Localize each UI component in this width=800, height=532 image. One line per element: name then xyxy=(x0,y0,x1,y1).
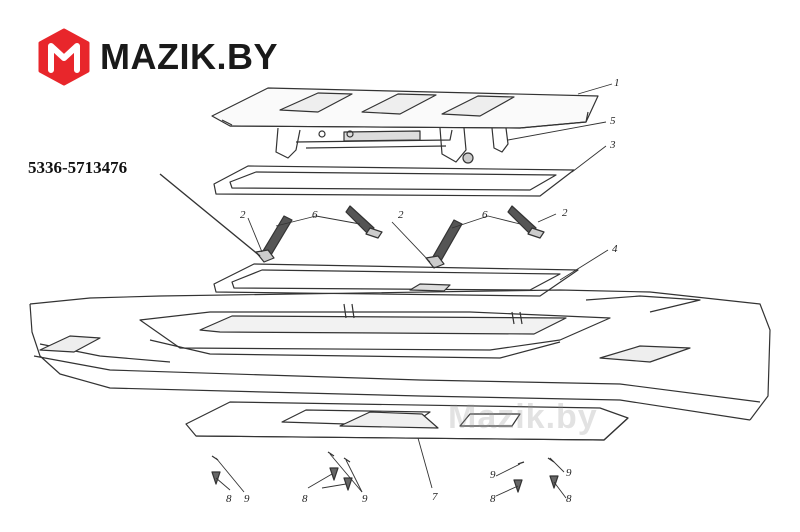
callout-6-left: 6 xyxy=(312,209,318,221)
callout-9-d: 9 xyxy=(566,467,572,479)
callout-2-center: 2 xyxy=(398,209,404,221)
callout-8-b: 8 xyxy=(302,493,308,505)
callout-1: 1 xyxy=(614,77,620,89)
m-hexagon-icon xyxy=(38,28,90,86)
callout-9-c: 9 xyxy=(490,469,496,481)
spring-latches xyxy=(255,205,545,269)
callout-8-c: 8 xyxy=(490,493,496,505)
inner-trim-panel xyxy=(185,401,629,441)
callout-2-left: 2 xyxy=(240,209,246,221)
callout-4: 4 xyxy=(612,243,618,255)
lower-gasket-frame xyxy=(213,263,579,297)
callout-7: 7 xyxy=(432,491,438,503)
callout-8-d: 8 xyxy=(566,493,572,505)
callout-numbers: 1 5 3 4 7 2 2 2 6 6 9 9 9 9 8 8 8 8 xyxy=(226,77,620,505)
fastener-screws xyxy=(211,451,559,493)
brand-logo[interactable]: MAZIK.BY xyxy=(38,28,278,86)
callout-9-b: 9 xyxy=(362,493,368,505)
callout-6-right: 6 xyxy=(482,209,488,221)
upper-gasket-frame xyxy=(213,165,575,197)
leader-lines xyxy=(159,83,613,499)
hatch-lid xyxy=(211,87,599,129)
hinge-bracket xyxy=(275,127,509,164)
callout-2-right: 2 xyxy=(562,207,568,219)
callout-8-a: 8 xyxy=(226,493,232,505)
cab-roof-panel xyxy=(29,289,771,421)
callout-9-a: 9 xyxy=(244,493,250,505)
part-number-label: 5336-5713476 xyxy=(28,158,128,177)
brand-name: MAZIK.BY xyxy=(100,36,278,77)
watermark: Mazik.by xyxy=(448,398,598,436)
callout-5: 5 xyxy=(610,115,616,127)
callout-3: 3 xyxy=(609,139,616,151)
